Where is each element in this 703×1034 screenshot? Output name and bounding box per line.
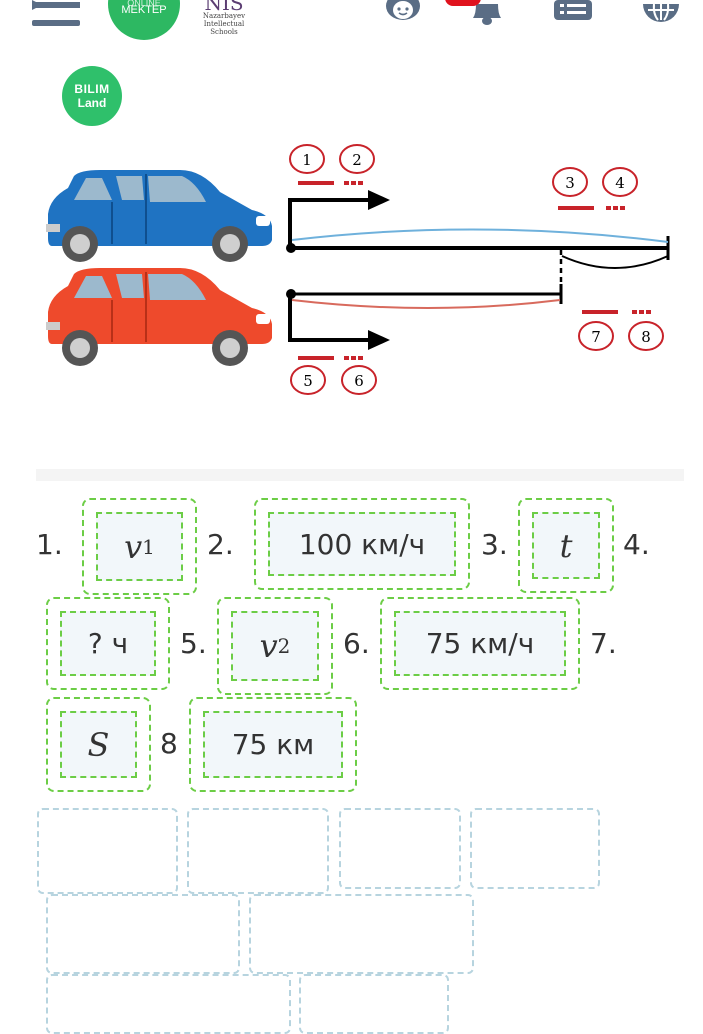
answer-label-8: 8 [160, 727, 178, 760]
empty-slot[interactable] [37, 808, 178, 894]
section-divider [36, 469, 684, 481]
answer-tile-7-value: S [60, 711, 137, 778]
globe-icon[interactable] [640, 0, 682, 24]
marker-7: 7 [578, 321, 614, 351]
blue-car-icon [46, 170, 272, 262]
empty-slot[interactable] [46, 974, 291, 1034]
marker-4-label: 4 [615, 174, 625, 192]
empty-slot[interactable] [299, 974, 449, 1034]
answer-tile-2[interactable]: 100 км/ч [254, 498, 470, 590]
answer-tile-2-value: 100 км/ч [268, 512, 456, 576]
marker-2: 2 [339, 144, 375, 174]
profile-icon[interactable] [383, 0, 423, 24]
answer-label-2: 2. [207, 528, 234, 561]
marker-3-label: 3 [565, 174, 575, 192]
motion-diagram: 1 2 3 4 5 6 7 8 [46, 144, 670, 395]
answer-label-3: 3. [481, 528, 508, 561]
empty-slot[interactable] [249, 894, 474, 974]
bell-icon[interactable] [466, 0, 508, 26]
answer-tile-4-value: ? ч [60, 611, 156, 676]
marker-3: 3 [552, 167, 588, 197]
top-bar: ONLINE MEKTEP NIS Nazarbayev Intellectua… [0, 0, 703, 40]
nis-logo-line1: Nazarbayev [202, 12, 246, 20]
menu-icon[interactable] [30, 0, 82, 30]
empty-slot[interactable] [470, 808, 600, 889]
track-top [286, 190, 670, 292]
marker-6-label: 6 [354, 372, 364, 390]
answer-label-7: 7. [590, 627, 617, 660]
marker-6: 6 [341, 365, 377, 395]
answer-tile-7[interactable]: S [46, 697, 151, 792]
empty-slot[interactable] [187, 808, 329, 894]
nis-logo-mark: NIS [204, 0, 244, 15]
marker-2-label: 2 [352, 151, 362, 169]
answer-label-6: 6. [343, 627, 370, 660]
list-icon[interactable] [553, 0, 593, 22]
answer-tile-4[interactable]: ? ч [46, 597, 170, 690]
answer-label-4: 4. [623, 528, 650, 561]
marker-1: 1 [289, 144, 325, 174]
marker-4: 4 [602, 167, 638, 197]
track-bottom [286, 284, 563, 350]
bilim-land-logo-line2: Land [77, 96, 107, 110]
nis-logo-line2: Intellectual [203, 20, 245, 28]
marker-8-label: 8 [641, 328, 651, 346]
online-mektep-logo-line2: MEKTEP [121, 4, 167, 16]
answer-tile-8-value: 75 км [203, 711, 343, 778]
marker-8: 8 [628, 321, 664, 351]
bilim-land-logo: BILIM Land [62, 66, 122, 126]
marker-5: 5 [290, 365, 326, 395]
marker-7-label: 7 [591, 328, 601, 346]
answer-label-1: 1. [36, 528, 63, 561]
nis-logo-line3: Schools [210, 28, 238, 36]
answer-tile-6[interactable]: 75 км/ч [380, 597, 580, 690]
empty-slot[interactable] [339, 808, 461, 889]
marker-5-label: 5 [303, 372, 313, 390]
nis-logo: NIS Nazarbayev Intellectual Schools [196, 0, 252, 36]
red-car-icon [46, 268, 272, 366]
bilim-land-logo-line1: BILIM [74, 82, 110, 96]
marker-1-label: 1 [302, 151, 312, 169]
answer-tile-6-value: 75 км/ч [394, 611, 566, 676]
marker-dashes [298, 181, 651, 360]
answer-tile-3[interactable]: t [518, 498, 614, 593]
answer-tile-3-value: t [532, 512, 600, 579]
answer-tile-8[interactable]: 75 км [189, 697, 357, 792]
notification-badge[interactable] [445, 0, 481, 6]
empty-slot[interactable] [46, 894, 240, 974]
answer-label-5: 5. [180, 627, 207, 660]
online-mektep-logo-line1: ONLINE [127, 0, 161, 8]
online-mektep-logo[interactable]: ONLINE MEKTEP [108, 0, 180, 40]
